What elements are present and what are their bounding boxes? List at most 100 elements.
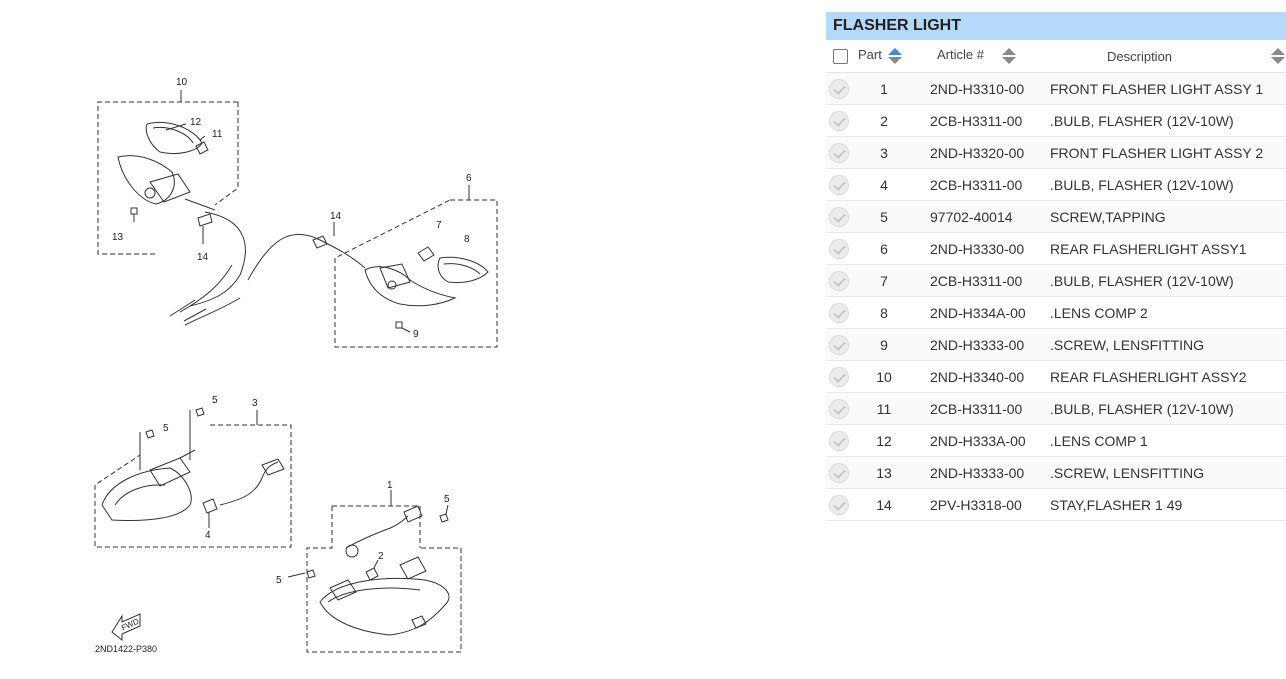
part-description: REAR FLASHERLIGHT ASSY1: [1048, 232, 1286, 265]
checkmark-icon[interactable]: [829, 174, 849, 195]
part-number: 10: [854, 360, 926, 393]
stay-14b: [312, 235, 328, 249]
bulb-11: [195, 141, 209, 155]
row-select-cell: [826, 104, 854, 137]
row-select-cell: [826, 72, 854, 105]
cable-10: [189, 211, 246, 307]
checkmark-icon[interactable]: [829, 110, 849, 131]
sort-article-icon[interactable]: [1001, 47, 1017, 65]
article-number[interactable]: 2ND-H3333-00: [926, 456, 1048, 489]
parts-table: Part Article #: [826, 40, 1286, 521]
callout-14b: 14: [330, 211, 342, 222]
sort-article-icon-svg: [1001, 48, 1016, 64]
part-number: 2: [854, 104, 926, 137]
checkmark-icon[interactable]: [829, 238, 849, 259]
column-header-article[interactable]: Article #: [926, 40, 1048, 73]
column-header-article-label: Article #: [937, 47, 984, 63]
article-number[interactable]: 2PV-H3318-00: [926, 488, 1048, 521]
screw-5a: [145, 429, 155, 439]
housing-6: [364, 263, 457, 307]
article-number[interactable]: 2ND-H3330-00: [926, 232, 1048, 265]
checkmark-icon[interactable]: [829, 494, 849, 515]
sort-part-icon[interactable]: [887, 47, 903, 65]
bulb-7: [417, 246, 435, 262]
callout-11: 11: [212, 129, 223, 140]
checkmark-icon[interactable]: [829, 398, 849, 419]
callout-5a: 5: [163, 423, 169, 434]
article-number[interactable]: 2CB-H3311-00: [926, 104, 1048, 137]
column-header-part-label: Part: [858, 47, 882, 63]
part-number: 14: [854, 488, 926, 521]
select-all-checkbox[interactable]: [833, 49, 848, 65]
callout-5b: 5: [212, 395, 218, 406]
checkmark-icon[interactable]: [829, 430, 849, 451]
article-number[interactable]: 2CB-H3311-00: [926, 392, 1048, 425]
article-number[interactable]: 2ND-H333A-00: [926, 424, 1048, 457]
part-number: 9: [854, 328, 926, 361]
row-select-cell: [826, 296, 854, 329]
checkmark-icon[interactable]: [829, 302, 849, 323]
table-header-row: Part Article #: [826, 40, 1286, 73]
part-description: .SCREW, LENSFITTING: [1048, 328, 1286, 361]
bulb-4: [202, 498, 218, 514]
article-number[interactable]: 97702-40014: [926, 200, 1048, 233]
housing-3: [101, 449, 196, 521]
article-number[interactable]: 2ND-H3320-00: [926, 136, 1048, 169]
sort-description-icon[interactable]: [1270, 47, 1286, 65]
article-number[interactable]: 2ND-H3310-00: [926, 72, 1048, 105]
callout-10: 10: [176, 77, 188, 88]
part-description: .BULB, FLASHER (12V-10W): [1048, 392, 1286, 425]
row-select-cell: [826, 264, 854, 297]
callout-7: 7: [436, 220, 442, 231]
article-number[interactable]: 2CB-H3311-00: [926, 168, 1048, 201]
part-number: 7: [854, 264, 926, 297]
screw-13: [130, 207, 138, 215]
article-number[interactable]: 2ND-H3340-00: [926, 360, 1048, 393]
part-description: SCREW,TAPPING: [1048, 200, 1286, 233]
article-number[interactable]: 2ND-H3333-00: [926, 328, 1048, 361]
checkmark-icon[interactable]: [829, 366, 849, 387]
lens-8: [437, 256, 489, 283]
row-select-cell: [826, 168, 854, 201]
callout-12: 12: [190, 117, 202, 128]
checkmark-icon[interactable]: [829, 334, 849, 355]
column-header-description[interactable]: Description: [1048, 40, 1286, 73]
part-description: FRONT FLASHER LIGHT ASSY 1: [1048, 72, 1286, 105]
callout-9: 9: [413, 329, 419, 340]
row-select-cell: [826, 360, 854, 393]
article-number[interactable]: 2ND-H334A-00: [926, 296, 1048, 329]
callout-3: 3: [252, 398, 258, 409]
column-header-part[interactable]: Part: [854, 40, 926, 73]
part-description: REAR FLASHERLIGHT ASSY2: [1048, 360, 1286, 393]
callout-8: 8: [464, 234, 470, 245]
part-description: .BULB, FLASHER (12V-10W): [1048, 168, 1286, 201]
checkmark-icon[interactable]: [829, 206, 849, 227]
article-number[interactable]: 2CB-H3311-00: [926, 264, 1048, 297]
lens-12: [145, 121, 203, 155]
assy-10-outline: [97, 101, 239, 255]
checkmark-icon[interactable]: [829, 462, 849, 483]
parts-diagram-drawing: 10 12 11 13 14 14 6 7 8 9 5 5 3 4 1 5 2 …: [94, 77, 498, 654]
parts-list-panel: FLASHER LIGHT Part Article #: [826, 12, 1286, 521]
cable-6: [247, 233, 366, 281]
part-description: .SCREW, LENSFITTING: [1048, 456, 1286, 489]
checkmark-icon[interactable]: [829, 142, 849, 163]
part-description: .LENS COMP 2: [1048, 296, 1286, 329]
checkmark-icon[interactable]: [829, 270, 849, 291]
checkmark-icon[interactable]: [829, 78, 849, 99]
